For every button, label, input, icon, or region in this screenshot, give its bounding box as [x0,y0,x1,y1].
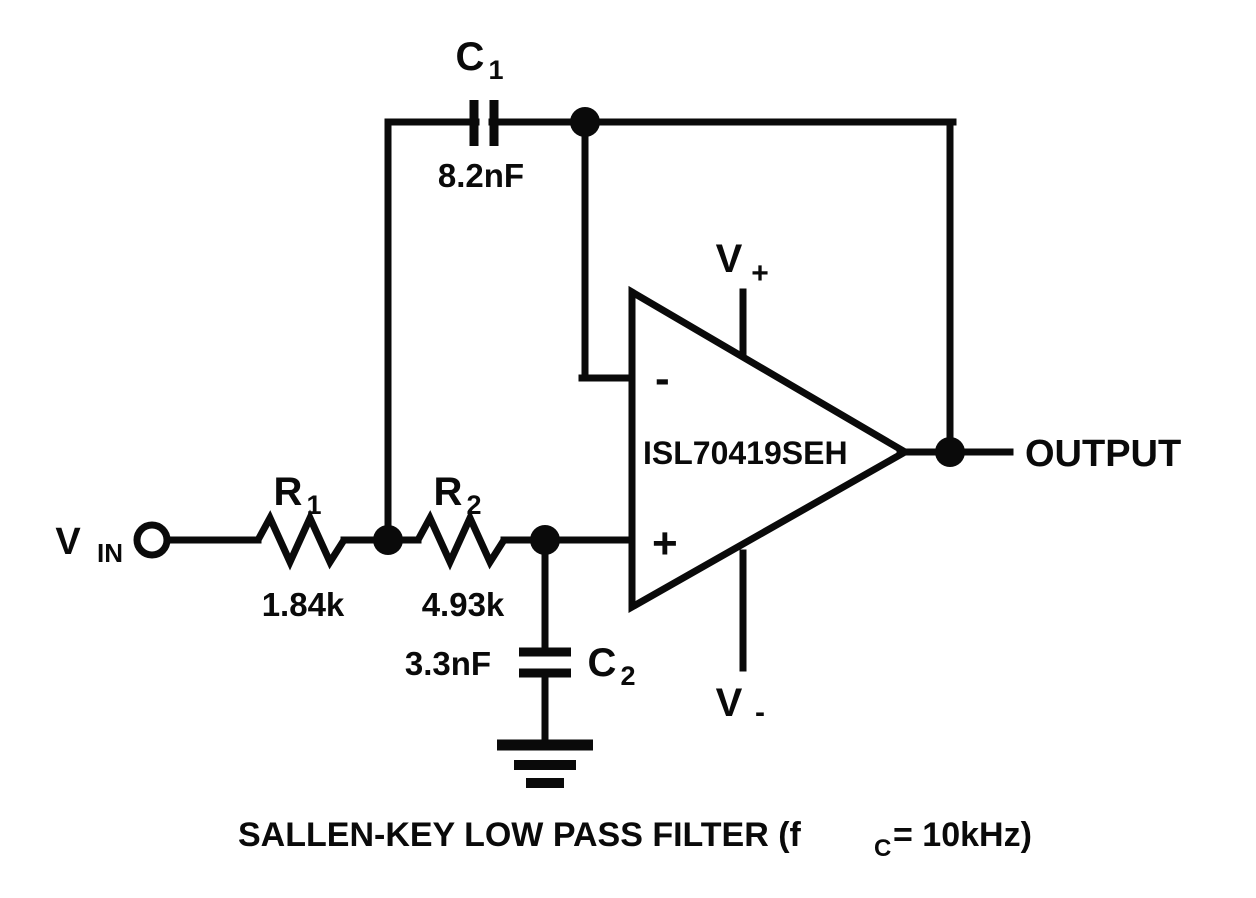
positive-supply-label-main: V [716,237,743,281]
capacitor-c1-ref-subscript: 1 [488,55,503,85]
negative-supply-label-subscript: - [755,696,765,729]
input-label-main: V [55,521,81,563]
positive-supply-group: V + [716,237,769,356]
capacitor-c1-group: C 1 8.2nF [438,35,524,194]
resistor-r1-ref-main: R [274,470,303,514]
capacitor-c2-ref-subscript: 2 [620,661,635,691]
capacitor-c1-ref-main: C [456,35,485,79]
diagram-caption: SALLEN-KEY LOW PASS FILTER (f C = 10kHz) [238,816,1032,862]
opamp-noninverting-input-label: + [652,519,678,568]
caption-subscript: C [874,835,891,862]
ground-symbol [497,739,593,788]
resistor-r1-value: 1.84k [262,586,345,623]
resistor-r1-group: R 1 1.84k [254,470,347,623]
junction-dot-output [935,437,965,467]
input-terminal-circle[interactable] [133,521,171,559]
resistor-r2-ref-subscript: 2 [466,490,481,520]
capacitor-c1-value: 8.2nF [438,157,524,194]
capacitor-c2-ref-main: C [588,641,617,685]
input-label-subscript: IN [97,538,123,568]
negative-supply-label-main: V [716,681,743,725]
capacitor-c2-value: 3.3nF [405,645,491,682]
capacitor-c2-group: 3.3nF C 2 [405,641,636,691]
junction-dot-r1-r2 [373,525,403,555]
caption-prefix: SALLEN-KEY LOW PASS FILTER (f [238,816,802,854]
junction-dot-feedback-top [570,107,600,137]
opamp-group[interactable]: - + ISL70419SEH [628,285,913,614]
output-label: OUTPUT [1025,433,1181,475]
resistor-r1-ref-subscript: 1 [306,490,321,520]
opamp-triangle[interactable] [628,285,913,614]
positive-supply-label-subscript: + [751,257,769,290]
resistor-r2-ref-main: R [434,470,463,514]
junction-dot-c2 [530,525,560,555]
resistor-r2-symbol [414,509,507,571]
resistor-r2-group: R 2 4.93k [414,470,507,623]
opamp-inverting-input-label: - [655,354,670,403]
resistor-r1-symbol [254,509,347,571]
opamp-part-number: ISL70419SEH [643,435,848,471]
caption-suffix: = 10kHz) [893,816,1032,854]
negative-supply-group: V - [716,549,765,729]
resistor-r2-value: 4.93k [422,586,505,623]
input-port-group: V IN [55,521,171,568]
